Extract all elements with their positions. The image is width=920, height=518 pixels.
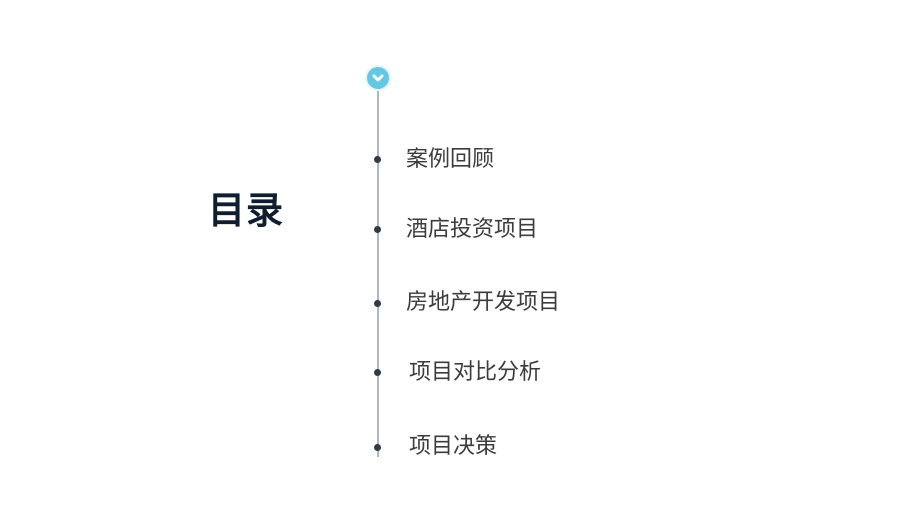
agenda-item-label: 项目决策 <box>409 434 498 459</box>
page-title: 目录 <box>208 189 284 232</box>
chevron-down-icon <box>372 74 384 82</box>
timeline-dot <box>374 444 381 451</box>
timeline-line <box>377 87 379 457</box>
timeline-dot <box>374 300 381 307</box>
timeline-dot <box>374 369 381 376</box>
agenda-item-label: 案例回顾 <box>406 147 495 172</box>
agenda-item-label: 项目对比分析 <box>409 360 542 385</box>
agenda-item-label: 房地产开发项目 <box>406 290 561 315</box>
agenda-item-label: 酒店投资项目 <box>406 217 539 242</box>
top-badge <box>367 67 389 89</box>
timeline-dot <box>374 156 381 163</box>
timeline-dot <box>374 226 381 233</box>
